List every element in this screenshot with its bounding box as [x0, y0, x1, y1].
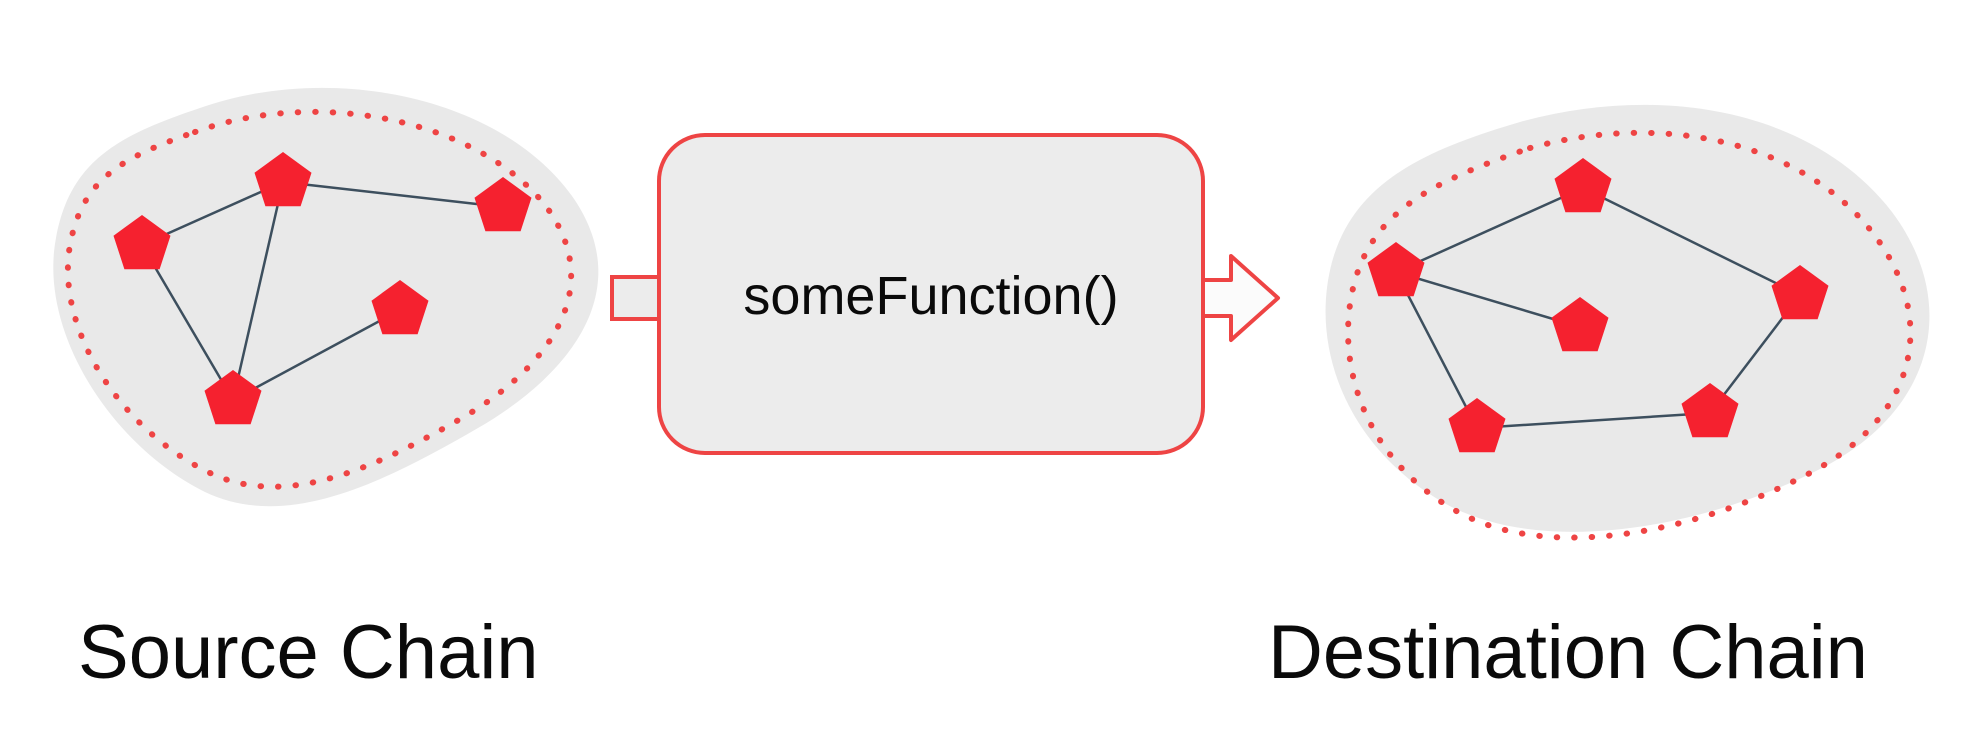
chain-node-pentagon — [1771, 265, 1829, 320]
chain-node-pentagon — [254, 152, 312, 207]
destination-chain-graph — [1367, 158, 1829, 453]
chain-edge — [1394, 271, 1479, 429]
arrow-right-icon — [1201, 254, 1280, 342]
source-chain-blob — [53, 87, 599, 507]
chain-edge — [232, 308, 401, 402]
chain-edge — [1395, 186, 1584, 274]
chain-node-pentagon — [1551, 297, 1609, 352]
chain-edge — [231, 181, 285, 401]
chain-edge — [1476, 411, 1711, 430]
chain-node-pentagon — [1681, 383, 1739, 438]
chain-edge — [140, 244, 235, 401]
chain-node-pentagon — [474, 177, 532, 232]
function-label: someFunction() — [743, 266, 1118, 326]
chain-node-pentagon — [1448, 398, 1506, 453]
source-chain-label: Source Chain — [78, 610, 539, 695]
chain-node-pentagon — [1367, 242, 1425, 297]
input-tab-icon — [610, 275, 666, 321]
source-chain-graph — [113, 152, 532, 425]
chain-edge — [1582, 186, 1801, 297]
chain-edge — [1395, 270, 1581, 329]
chain-node-pentagon — [204, 370, 262, 425]
destination-chain-label: Destination Chain — [1268, 610, 1868, 695]
chain-node-pentagon — [371, 280, 429, 335]
destination-chain-blob — [1325, 104, 1930, 532]
chain-edge — [282, 180, 504, 209]
chain-node-pentagon — [1554, 158, 1612, 213]
chain-node-pentagon — [113, 215, 171, 270]
